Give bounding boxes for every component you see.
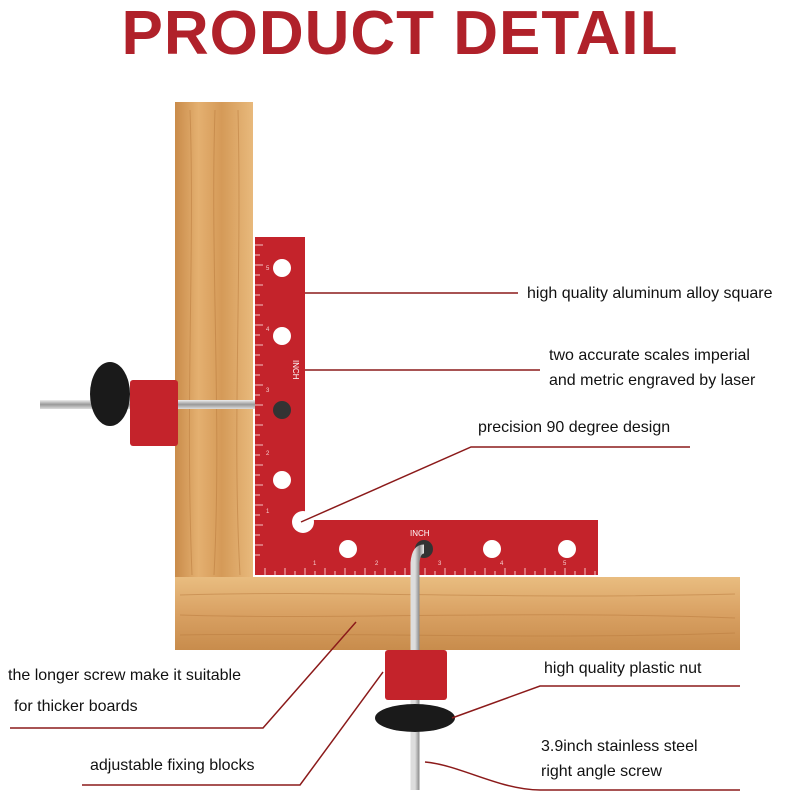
leader-blocks <box>82 671 384 786</box>
callout-screw-line2: for thicker boards <box>14 698 138 715</box>
fixing-block-left <box>130 380 178 446</box>
horizontal-wood-board <box>175 577 740 650</box>
vertical-inch-label: INCH <box>291 360 300 380</box>
horizontal-tick-2: 2 <box>375 561 379 567</box>
callout-angle-screw-line2: right angle screw <box>541 763 662 780</box>
vertical-tick-3: 3 <box>266 388 270 394</box>
callout-nut: high quality plastic nut <box>544 660 702 677</box>
plastic-nut-bottom <box>375 704 455 732</box>
horizontal-tick-3: 3 <box>438 561 442 567</box>
leader-screw <box>10 621 357 729</box>
callout-aluminum: high quality aluminum alloy square <box>527 285 773 302</box>
callout-scales-line2: and metric engraved by laser <box>549 372 756 389</box>
leader-precision <box>300 446 690 523</box>
vertical-tick-4: 4 <box>266 327 270 333</box>
vertical-tick-1: 1 <box>266 509 270 515</box>
vertical-tick-5: 5 <box>266 266 270 272</box>
callout-precision: precision 90 degree design <box>478 419 671 436</box>
callout-angle-screw-line1: 3.9inch stainless steel <box>541 738 698 755</box>
page-title: PRODUCT DETAIL <box>121 0 679 68</box>
leader-angle-screw <box>424 761 740 791</box>
horizontal-inch-label: INCH <box>410 529 430 538</box>
fixing-block-bottom <box>385 650 447 700</box>
horizontal-tick-1: 1 <box>313 561 317 567</box>
horizontal-tick-4: 4 <box>500 561 504 567</box>
leader-nut <box>451 685 740 719</box>
callout-scales-line1: two accurate scales imperial <box>549 347 750 364</box>
plastic-nut-left <box>90 362 130 426</box>
vertical-tick-2: 2 <box>266 451 270 457</box>
callout-blocks: adjustable fixing blocks <box>90 757 255 774</box>
callout-screw-line1: the longer screw make it suitable <box>8 667 241 684</box>
horizontal-tick-5: 5 <box>563 561 567 567</box>
